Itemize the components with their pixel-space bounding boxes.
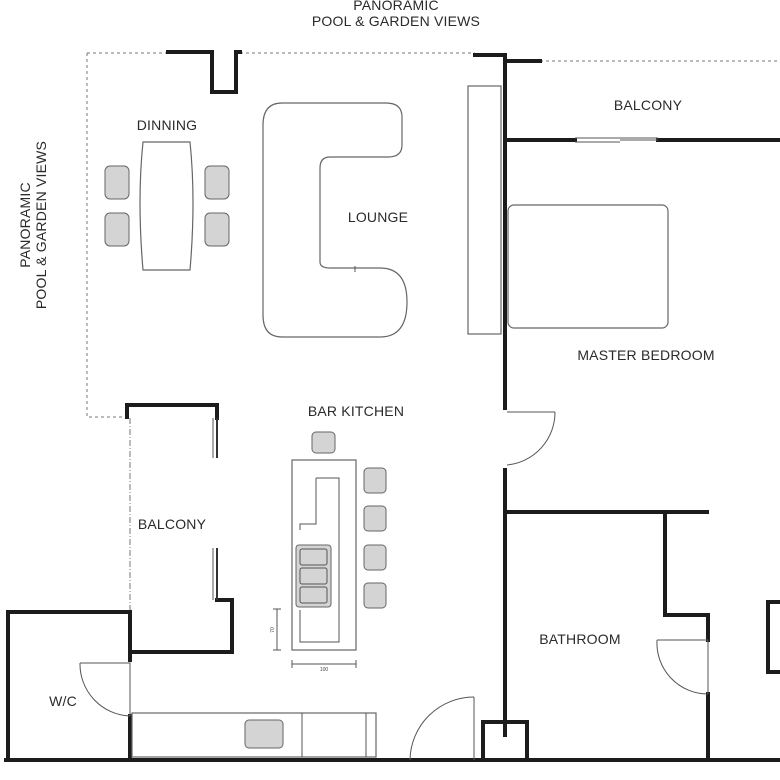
dimension-island-depth: 70 [270, 627, 276, 633]
room-label-bar-kitchen: BAR KITCHEN [308, 403, 404, 419]
views-label-left-line1: PANORAMIC [17, 182, 33, 268]
window-lines [212, 137, 658, 600]
dining-chair [104, 212, 130, 247]
lounge-sofa [262, 102, 408, 338]
room-label-balcony-left: BALCONY [138, 516, 207, 532]
bar-stool [311, 431, 336, 454]
room-label-wc: W/C [49, 693, 77, 709]
glazing-lines [86, 52, 780, 610]
kitchen-counter [131, 712, 377, 758]
room-label-bathroom: BATHROOM [539, 631, 620, 647]
dimension-island-width: 100 [320, 667, 329, 673]
dining-set [104, 141, 230, 271]
bar-stool [363, 505, 387, 532]
bar-stool [363, 544, 387, 571]
dining-chair [204, 165, 230, 200]
room-label-lounge: LOUNGE [348, 209, 408, 225]
views-label-left: PANORAMIC POOL & GARDEN VIEWS [17, 141, 49, 309]
room-label-dinning: DINNING [137, 117, 198, 133]
sink [244, 719, 284, 749]
wall-cabinet [467, 85, 502, 335]
room-label-balcony-top: BALCONY [614, 97, 683, 113]
views-label-left-line2: POOL & GARDEN VIEWS [33, 141, 49, 309]
room-label-master-bedroom: MASTER BEDROOM [577, 347, 714, 363]
walls [4, 50, 780, 762]
doors [79, 411, 709, 761]
dining-chair [204, 212, 230, 247]
kitchen-island [273, 431, 387, 668]
views-label-top-line1: PANORAMIC [353, 0, 439, 13]
views-label-top-line2: POOL & GARDEN VIEWS [312, 13, 480, 29]
bar-stool [363, 467, 387, 494]
bar-stool [363, 582, 387, 609]
master-bed [507, 204, 669, 329]
dining-chair [104, 165, 130, 200]
